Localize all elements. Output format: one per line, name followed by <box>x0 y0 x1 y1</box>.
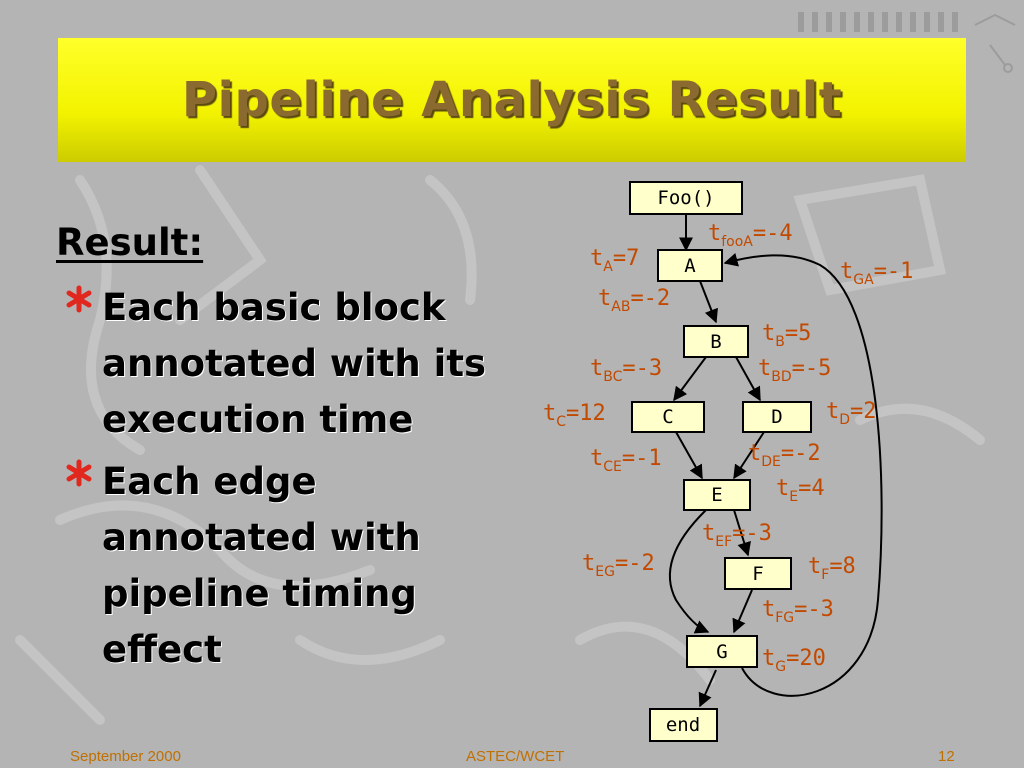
node-a: A <box>657 249 723 282</box>
annotation-t-f: tF=8 <box>808 554 856 583</box>
page-number: 12 <box>938 748 955 765</box>
title-bar: Pipeline Analysis Result <box>58 38 966 162</box>
node-e: E <box>683 479 751 511</box>
edge-c-e <box>675 431 703 480</box>
node-d: D <box>742 401 812 433</box>
edge-f-g <box>732 589 753 634</box>
svg-text:F: F <box>752 563 763 585</box>
svg-text:G: G <box>716 641 727 663</box>
annotation-t-a: tA=7 <box>590 246 639 275</box>
annotation-t-fg: tFG=-3 <box>762 597 834 626</box>
svg-text:C: C <box>662 406 673 428</box>
edge-b-c <box>673 356 707 402</box>
annotation-t-g: tG=20 <box>762 646 826 675</box>
bullet-text: Each basic block annotated with its exec… <box>102 286 487 441</box>
asterisk-bullet-icon <box>66 285 92 313</box>
svg-text:B: B <box>710 331 721 353</box>
annotation-t-b: tB=5 <box>762 321 811 350</box>
node-g: G <box>686 635 758 668</box>
annotation-t-de: tDE=-2 <box>748 441 821 470</box>
svg-text:Foo(): Foo() <box>657 187 714 209</box>
result-heading: Result: <box>56 221 204 264</box>
svg-text:E: E <box>711 484 722 506</box>
svg-text:A: A <box>684 255 696 277</box>
annotation-t-bc: tBC=-3 <box>590 356 662 385</box>
annotation-t-bd: tBD=-5 <box>758 356 831 385</box>
svg-text:end: end <box>666 714 700 736</box>
slide-title: Pipeline Analysis Result <box>181 72 843 128</box>
edge-a-b <box>699 280 718 324</box>
bullet-text: Each edge annotated with pipeline timing… <box>102 460 421 671</box>
edge-e-f <box>733 509 751 557</box>
svg-text:D: D <box>771 406 782 428</box>
asterisk-bullet-icon <box>66 459 92 487</box>
bullet-item: Each edge annotated with pipeline timing… <box>52 454 522 678</box>
edge-g-end <box>698 669 717 708</box>
bullet-section: Result: Each basic block annotated with … <box>52 218 522 684</box>
node-c: C <box>631 401 705 433</box>
annotation-t-d: tD=2 <box>826 399 877 428</box>
annotation-t-ce: tCE=-1 <box>590 446 662 475</box>
node-f: F <box>724 557 792 590</box>
edge-g-a <box>723 252 883 697</box>
edge-b-d <box>735 356 761 402</box>
annotation-t-e: tE=4 <box>776 476 825 505</box>
node-end: end <box>649 708 718 742</box>
footer-center: ASTEC/WCET <box>466 748 565 765</box>
bullet-item: Each basic block annotated with its exec… <box>52 280 522 448</box>
node-foo: Foo() <box>629 181 743 215</box>
footer-date: September 2000 <box>70 748 181 765</box>
annotation-t-fooa: tfooA=-4 <box>708 221 793 250</box>
annotation-t-ga: tGA=-1 <box>840 259 913 288</box>
annotation-t-eg: tEG=-2 <box>582 551 655 580</box>
annotation-t-c: tC=12 <box>543 401 606 430</box>
edge-e-g <box>668 509 710 634</box>
annotation-t-ef: tEF=-3 <box>702 521 772 550</box>
node-b: B <box>683 325 749 358</box>
edge-d-e <box>733 431 765 480</box>
annotation-t-ab: tAB=-2 <box>598 286 670 315</box>
